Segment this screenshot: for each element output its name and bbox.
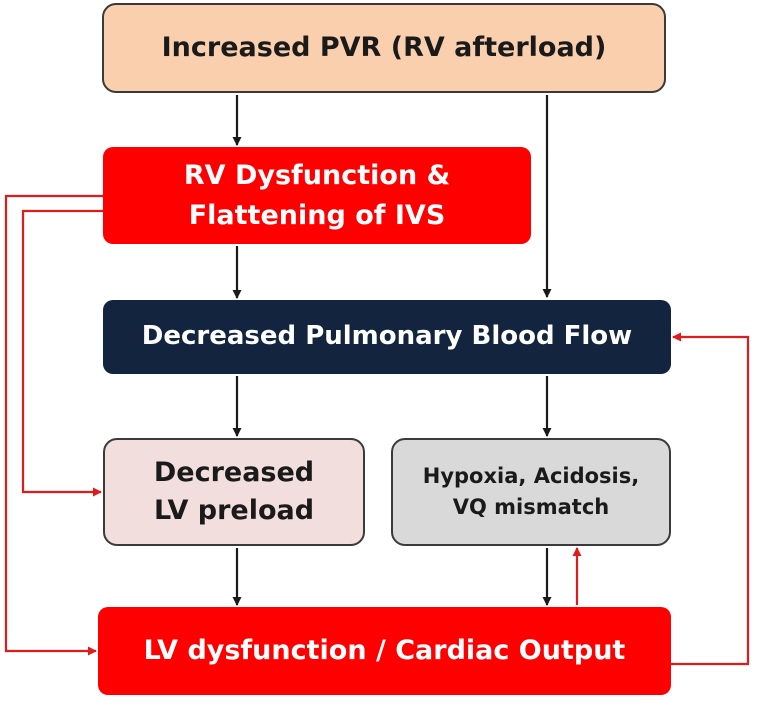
node-rv-dysfunction: RV Dysfunction & Flattening of IVS bbox=[103, 147, 531, 244]
node-rv-dysfunction-line-2: Flattening of IVS bbox=[188, 199, 446, 231]
node-increased-pvr-text: Increased PVR (RV afterload) bbox=[161, 31, 607, 63]
node-hypoxia-acidosis-line-1: Hypoxia, Acidosis, bbox=[422, 463, 640, 488]
node-increased-pvr: Increased PVR (RV afterload) bbox=[102, 3, 666, 93]
node-lv-dysfunction: LV dysfunction / Cardiac Output bbox=[98, 607, 671, 695]
node-rv-dysfunction-line-1: RV Dysfunction & bbox=[183, 160, 451, 192]
node-decreased-lv-preload-line-1: Decreased bbox=[153, 456, 315, 488]
node-decreased-pulmonary-flow: Decreased Pulmonary Blood Flow bbox=[103, 300, 671, 374]
node-lv-dysfunction-text: LV dysfunction / Cardiac Output bbox=[143, 634, 626, 666]
node-decreased-pulmonary-flow-text: Decreased Pulmonary Blood Flow bbox=[141, 321, 633, 352]
node-decreased-lv-preload: Decreased LV preload bbox=[103, 438, 365, 546]
arrow-rv-dysfunction-to-lv-preload bbox=[21, 209, 103, 497]
node-decreased-lv-preload-line-2: LV preload bbox=[153, 495, 315, 526]
arrow-rv-dysfunction-to-lv-dysfunction bbox=[4, 194, 103, 656]
node-hypoxia-acidosis: Hypoxia, Acidosis, VQ mismatch bbox=[391, 438, 671, 546]
node-hypoxia-acidosis-line-2: VQ mismatch bbox=[452, 495, 610, 519]
arrow-lv-dysfunction-to-pulmonary-flow bbox=[671, 332, 750, 666]
